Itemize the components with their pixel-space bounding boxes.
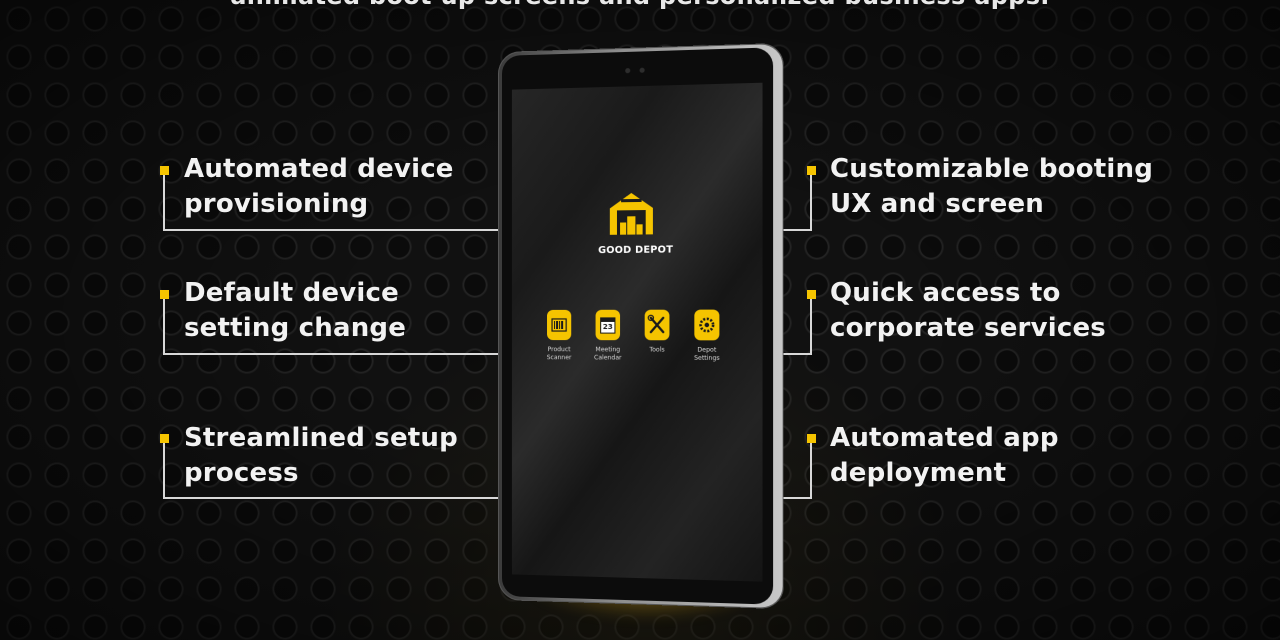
- feature-text: Quick access to: [830, 278, 1061, 308]
- connector-line: [163, 229, 523, 231]
- calendar-icon: 23: [595, 309, 621, 341]
- feature-text: Customizable booting: [830, 154, 1154, 184]
- connector-line: [163, 443, 165, 499]
- feature-automated-provisioning: Automated device provisioning: [184, 152, 454, 222]
- connector-line: [810, 175, 812, 231]
- feature-automated-app-deployment: Automated app deployment: [830, 421, 1059, 491]
- feature-text: process: [184, 458, 299, 488]
- feature-text: Automated device: [184, 154, 454, 184]
- feature-default-setting-change: Default device setting change: [184, 276, 406, 346]
- feature-text: deployment: [830, 458, 1007, 488]
- feature-text: Automated app: [830, 423, 1059, 453]
- feature-streamlined-setup: Streamlined setup process: [184, 421, 458, 491]
- connector-line: [163, 299, 165, 355]
- tools-icon: [644, 309, 670, 341]
- barcode-icon: [547, 309, 572, 341]
- feature-bullet: [807, 434, 816, 443]
- feature-quick-access: Quick access to corporate services: [830, 276, 1106, 346]
- feature-bullet: [160, 166, 169, 175]
- feature-text: UX and screen: [830, 189, 1045, 219]
- camera-icon: [625, 68, 631, 74]
- app-label: Tools: [649, 346, 665, 354]
- brand-name: GOOD DEPOT: [598, 244, 674, 257]
- feature-text: Default device: [184, 278, 399, 308]
- feature-bullet: [160, 434, 169, 443]
- feature-text: corporate services: [830, 313, 1106, 343]
- feature-bullet: [807, 166, 816, 175]
- top-caption: animated boot up screens and personalize…: [0, 0, 1280, 10]
- feature-text: setting change: [184, 313, 407, 343]
- gear-icon: [694, 309, 720, 341]
- calendar-day: 23: [602, 322, 613, 332]
- camera-icon: [639, 67, 645, 73]
- feature-customizable-booting: Customizable booting UX and screen: [830, 152, 1153, 222]
- app-tools[interactable]: Tools: [631, 309, 683, 355]
- connector-line: [810, 299, 812, 355]
- warehouse-icon: [609, 192, 653, 235]
- connector-line: [163, 353, 523, 355]
- feature-bullet: [160, 290, 169, 299]
- feature-text: Streamlined setup: [184, 423, 458, 453]
- connector-line: [810, 443, 812, 499]
- feature-text: provisioning: [184, 189, 369, 219]
- feature-bullet: [807, 290, 816, 299]
- connector-line: [163, 175, 165, 231]
- connector-line: [163, 497, 523, 499]
